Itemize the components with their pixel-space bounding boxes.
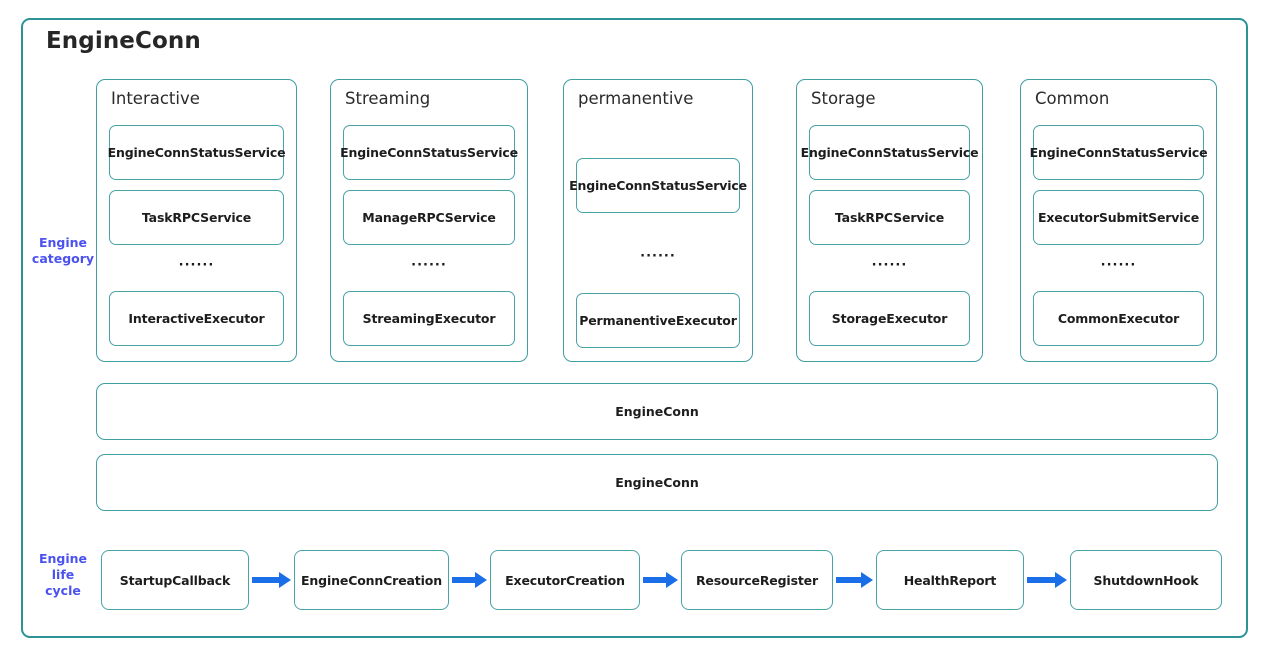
- service-box[interactable]: TaskRPCService: [109, 190, 284, 245]
- category-title: Common: [1035, 89, 1110, 108]
- flow-arrow-icon: [252, 572, 291, 588]
- ellipsis-more-items: ······: [411, 258, 447, 273]
- service-box[interactable]: EngineConnStatusService: [801, 125, 979, 180]
- life-cycle-step-6[interactable]: ShutdownHook: [1070, 550, 1222, 610]
- ellipsis-more-items: ······: [178, 258, 215, 273]
- executor-box[interactable]: StreamingExecutor: [343, 291, 515, 346]
- ellipsis-more-items: ······: [640, 249, 676, 264]
- side-label-engine-category: Engine category: [31, 235, 95, 266]
- engineconn-bar-1[interactable]: EngineConn: [96, 383, 1218, 440]
- ellipsis-more-items: ······: [871, 258, 908, 273]
- executor-box[interactable]: StorageExecutor: [809, 291, 970, 346]
- flow-arrow-icon: [643, 572, 678, 588]
- engineconn-bar-2[interactable]: EngineConn: [96, 454, 1218, 511]
- category-title: Streaming: [345, 89, 431, 108]
- category-title: permanentive: [578, 89, 694, 108]
- category-title: Interactive: [111, 89, 200, 108]
- life-cycle-step-4[interactable]: ResourceRegister: [681, 550, 833, 610]
- flow-arrow-icon: [836, 572, 873, 588]
- life-cycle-step-3[interactable]: ExecutorCreation: [490, 550, 640, 610]
- executor-box[interactable]: PermanentiveExecutor: [576, 293, 740, 348]
- category-title: Storage: [811, 89, 876, 108]
- service-box[interactable]: TaskRPCService: [809, 190, 970, 245]
- service-box[interactable]: EngineConnStatusService: [108, 125, 286, 180]
- executor-box[interactable]: InteractiveExecutor: [109, 291, 284, 346]
- ellipsis-more-items: ······: [1100, 258, 1137, 273]
- service-box[interactable]: EngineConnStatusService: [340, 125, 518, 180]
- flow-arrow-icon: [1027, 572, 1067, 588]
- life-cycle-step-2[interactable]: EngineConnCreation: [294, 550, 449, 610]
- service-box[interactable]: EngineConnStatusService: [569, 158, 747, 213]
- side-label-engine-life-cycle: Engine life cycle: [38, 551, 88, 598]
- life-cycle-step-5[interactable]: HealthReport: [876, 550, 1024, 610]
- executor-box[interactable]: CommonExecutor: [1033, 291, 1204, 346]
- service-box[interactable]: ExecutorSubmitService: [1033, 190, 1204, 245]
- service-box[interactable]: ManageRPCService: [343, 190, 515, 245]
- service-box[interactable]: EngineConnStatusService: [1030, 125, 1208, 180]
- flow-arrow-icon: [452, 572, 487, 588]
- diagram-title: EngineConn: [46, 28, 201, 54]
- life-cycle-step-1[interactable]: StartupCallback: [101, 550, 249, 610]
